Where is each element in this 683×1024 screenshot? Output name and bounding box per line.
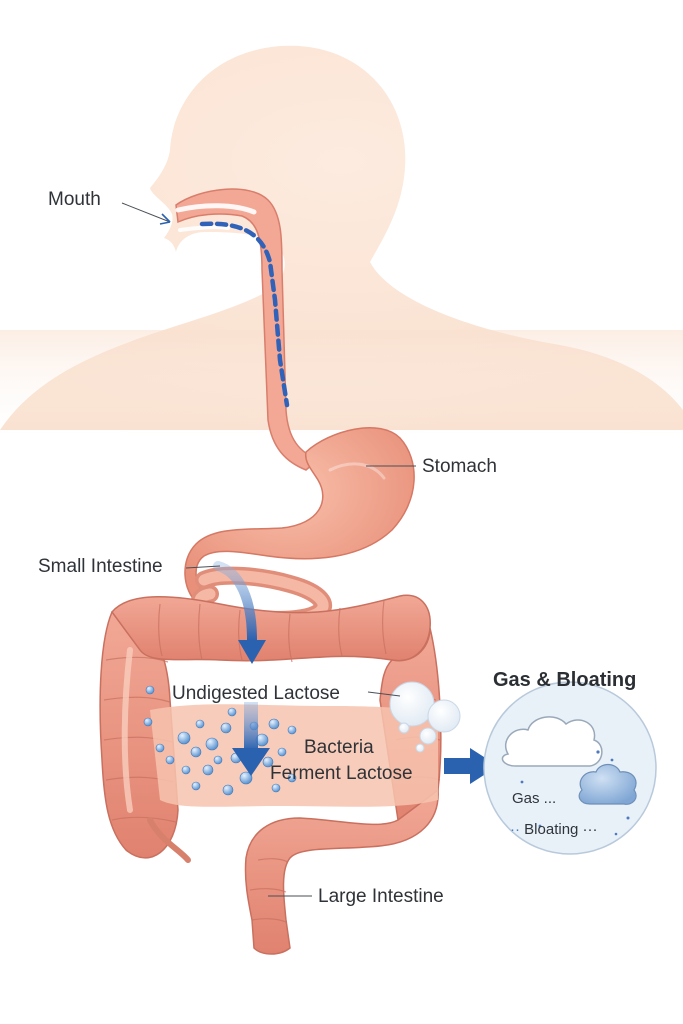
lactose-particle <box>190 746 202 758</box>
head-silhouette <box>0 45 683 450</box>
lactose-particle <box>262 756 274 768</box>
lactose-particle <box>220 722 232 734</box>
lactose-particle <box>287 725 297 735</box>
lactose-particle <box>227 707 237 717</box>
lactose-particle <box>165 755 175 765</box>
lactose-particle <box>213 755 223 765</box>
lactose-particle <box>239 771 253 785</box>
undigested-lactose-label: Undigested Lactose <box>172 683 340 704</box>
gas-bloating-callout <box>483 681 657 855</box>
stomach-label: Stomach <box>422 456 497 477</box>
gas-bubbles <box>389 681 461 753</box>
small-intestine-label: Small Intestine <box>38 556 163 577</box>
lactose-particle <box>205 737 219 751</box>
lactose-particle <box>181 765 191 775</box>
large-intestine-label: Large Intestine <box>318 886 444 907</box>
flow-arrow <box>213 561 270 776</box>
ferment-lactose-label: Ferment Lactose <box>270 763 413 784</box>
lactose-particle <box>271 783 281 793</box>
lactose-particle <box>287 773 297 783</box>
gas-bloating-title: Gas & Bloating <box>493 669 637 691</box>
bloating-label: Bloating ··· <box>524 821 598 838</box>
bacteria-label: Bacteria <box>304 737 374 758</box>
lactose-particle <box>145 685 155 695</box>
lactose-particle <box>143 717 153 727</box>
lactose-particles <box>143 685 297 796</box>
lactose-particle <box>222 784 234 796</box>
lactose-particle <box>155 743 165 753</box>
lactose-particle <box>191 781 201 791</box>
mouth-label: Mouth <box>48 189 101 210</box>
lactose-particle <box>202 764 214 776</box>
bloating-text: ·· Bloating ··· <box>510 821 598 838</box>
white-cloud-icon <box>501 716 603 767</box>
leader-lines <box>121 202 416 897</box>
blue-cloud-icon <box>578 763 637 805</box>
dots-icon: ·· <box>510 821 525 838</box>
gas-text: Gas ... <box>512 790 557 807</box>
lactose-particle <box>195 719 205 729</box>
lactose-particle <box>277 747 287 757</box>
lactose-particle <box>268 718 280 730</box>
lactose-particle <box>177 731 191 745</box>
